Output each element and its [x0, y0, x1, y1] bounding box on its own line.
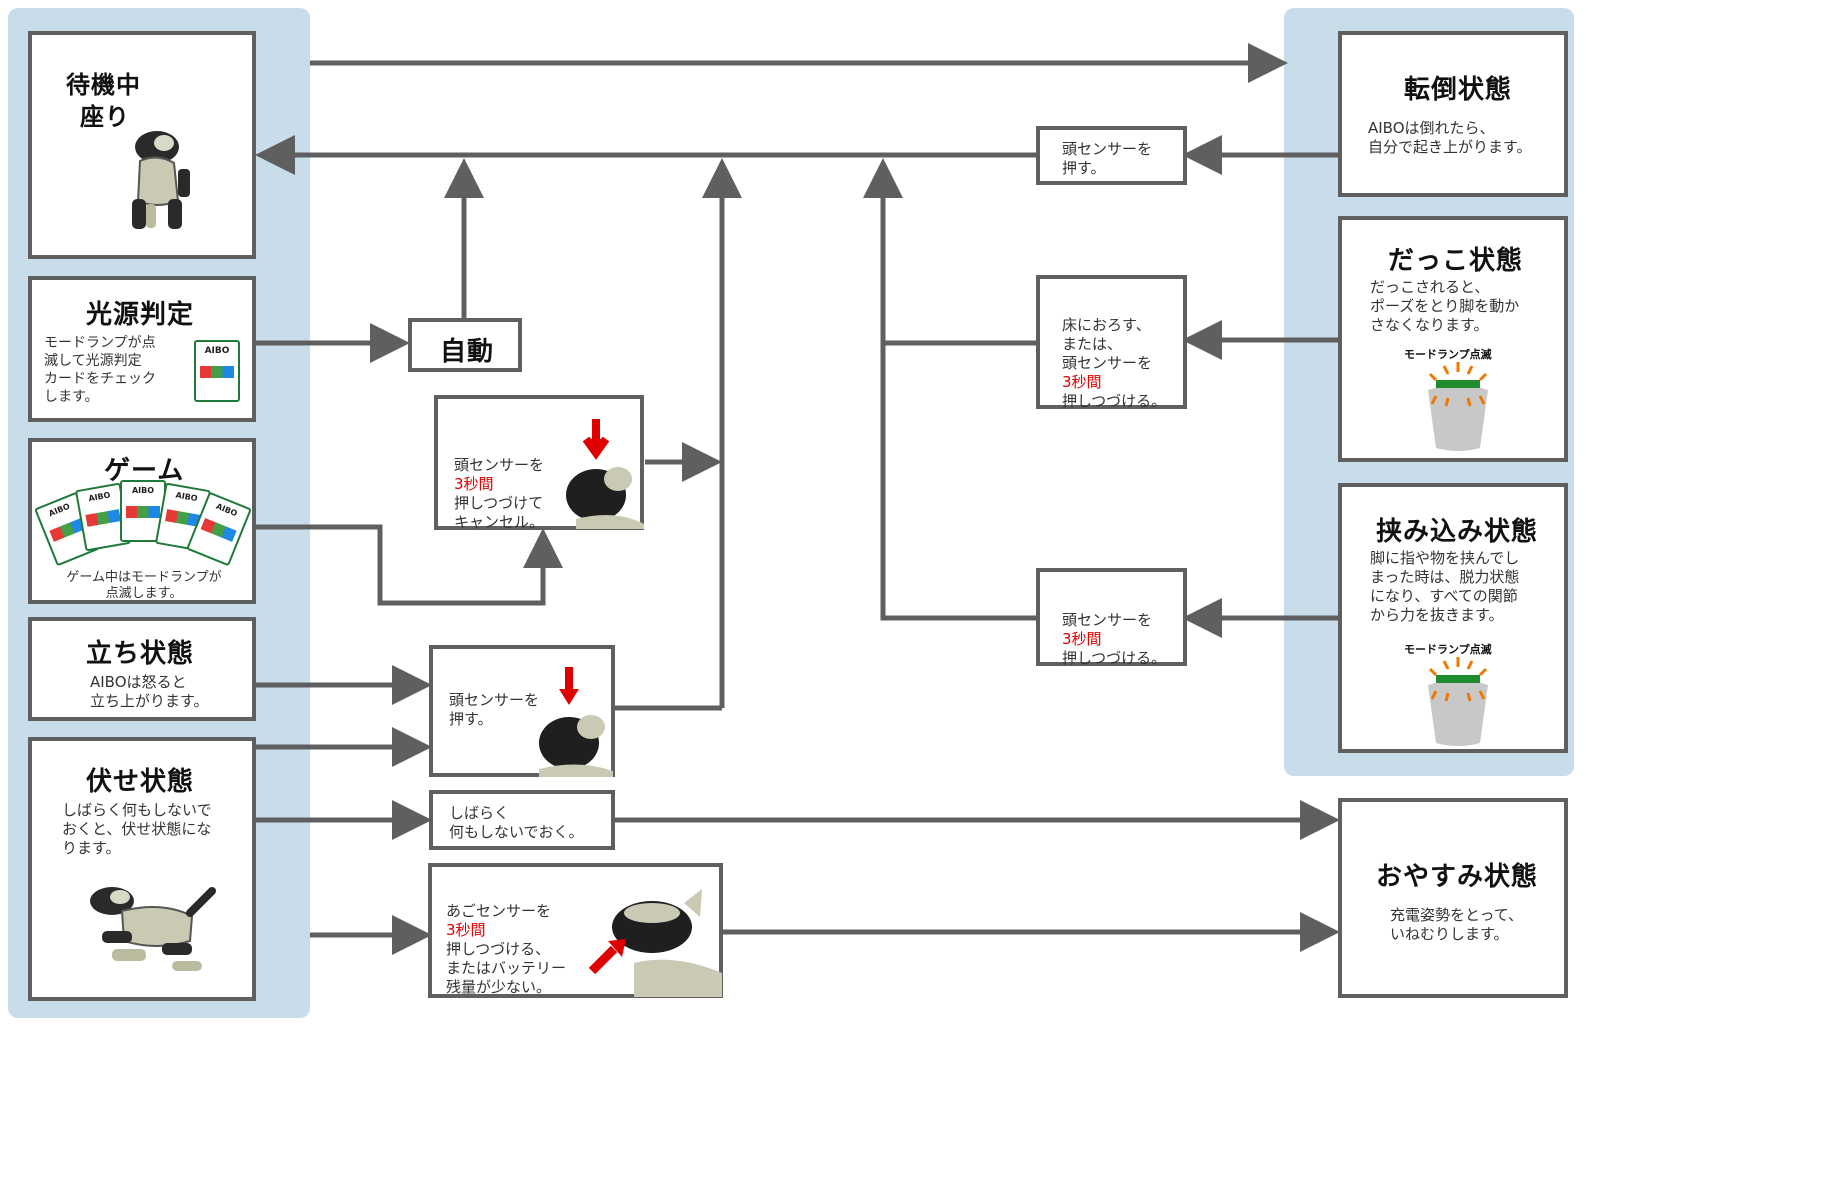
light-card-label: AIBO: [204, 346, 230, 356]
aibo-lying-image: [90, 887, 216, 971]
jidou-box: 自動: [408, 318, 522, 372]
tentou-desc: AIBOは倒れたら、 自分で起き上がります。: [1368, 119, 1532, 156]
arrow-head3-up: [863, 158, 1036, 621]
dakko-desc: だっこされると、 ポーズをとり脚を動か さなくなります。: [1370, 278, 1520, 334]
push-top-box: 頭センサーを 押す。: [1036, 126, 1187, 185]
tachi-desc: AIBOは怒ると 立ち上がります。: [90, 673, 209, 710]
aibo-head-image-2: [539, 667, 613, 777]
aibo-chin-image: [588, 889, 722, 997]
hasami-title: 挟み込み状態: [1376, 517, 1539, 547]
taiki-title-1: 待機中: [66, 71, 141, 99]
mode-lamp-blink-image-2: [1428, 657, 1488, 746]
game-desc: ゲーム中はモードランプが 点滅します。: [66, 570, 222, 601]
game-card-3: AIBO: [120, 480, 166, 542]
arrow-game-cancel: [256, 524, 563, 606]
taiki-title-2: 座り: [80, 103, 130, 131]
jidou-label: 自動: [440, 337, 495, 367]
tentou-title: 転倒状態: [1404, 75, 1513, 105]
tachi-title: 立ち状態: [86, 639, 195, 669]
taiki-box: 待機中 座り: [28, 31, 256, 259]
fuse-title: 伏せ状態: [86, 767, 195, 797]
light-check-card: AIBO: [194, 340, 240, 402]
wait-text: しばらく 何もしないでおく。: [449, 804, 584, 841]
dakko-box: だっこ状態 だっこされると、 ポーズをとり脚を動か さなくなります。 モードラン…: [1338, 216, 1568, 462]
hasami-box: 挟み込み状態 脚に指や物を挟んでし まった時は、脱力状態 になり、すべての関節 …: [1338, 483, 1568, 753]
push-top-text: 頭センサーを 押す。: [1062, 140, 1153, 177]
oyasumi-box: おやすみ状態 充電姿勢をとって、 いねむりします。: [1338, 798, 1568, 998]
mode-lamp-blink-image: [1428, 362, 1488, 451]
fuse-box: 伏せ状態 しばらく何もしないで おくと、伏せ状態にな ります。: [28, 737, 256, 1001]
tentou-box: 転倒状態 AIBOは倒れたら、 自分で起き上がります。: [1338, 31, 1568, 197]
oyasumi-desc: 充電姿勢をとって、 いねむりします。: [1390, 906, 1524, 943]
push-text: 頭センサーを 押す。: [449, 691, 540, 728]
dakko-title: だっこ状態: [1388, 246, 1524, 276]
flow-arrows: [255, 43, 1340, 955]
kougen-title: 光源判定: [86, 300, 195, 330]
tachi-box: 立ち状態 AIBOは怒ると 立ち上がります。: [28, 617, 256, 721]
hasami-lamp-label: モードランプ点滅: [1404, 643, 1492, 656]
wait-box: しばらく 何もしないでおく。: [429, 790, 615, 850]
aibo-head-image: [566, 419, 644, 529]
game-box: ゲーム AIBO AIBO AIBO AIBO AIBO ゲーム中はモードランプ…: [28, 438, 256, 604]
aibo-sitting-image: [132, 131, 190, 229]
push-box: 頭センサーを 押す。: [429, 645, 615, 777]
dakko-lamp-label: モードランプ点滅: [1404, 348, 1492, 361]
oyasumi-title: おやすみ状態: [1376, 862, 1539, 892]
hasami-desc: 脚に指や物を挟んでし まった時は、脱力状態 になり、すべての関節 から力を抜きま…: [1370, 549, 1520, 624]
kougen-desc: モードランプが点 滅して光源判定 カードをチェック します。: [44, 335, 156, 405]
fuse-desc: しばらく何もしないで おくと、伏せ状態にな ります。: [62, 801, 212, 857]
kougen-box: 光源判定 モードランプが点 滅して光源判定 カードをチェック します。 AIBO: [28, 276, 256, 422]
